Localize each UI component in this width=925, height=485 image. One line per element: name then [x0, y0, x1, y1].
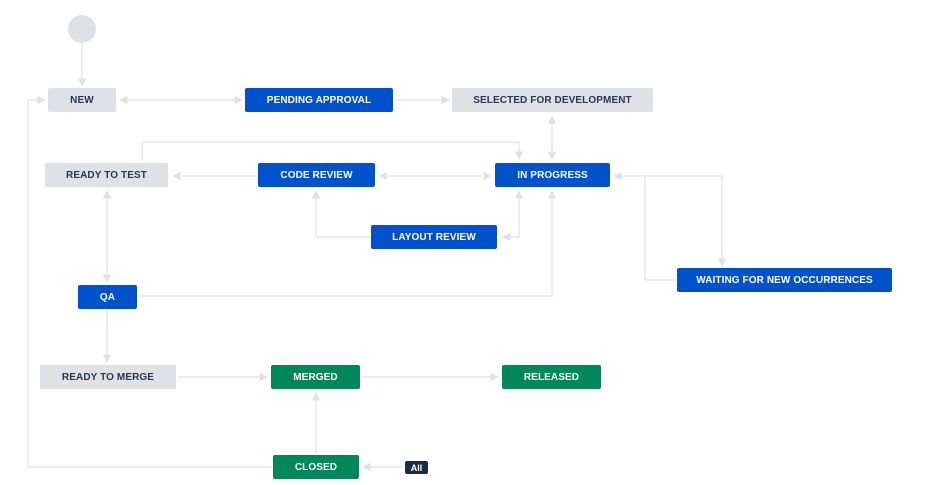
transition-closed-to-new: [27, 95, 272, 468]
status-layout-review[interactable]: LAYOUT REVIEW: [371, 225, 497, 249]
status-new[interactable]: NEW: [48, 88, 116, 112]
global-transition-badge[interactable]: All: [405, 461, 428, 474]
status-ready-to-test[interactable]: READY TO TEST: [45, 163, 168, 187]
status-in-progress[interactable]: IN PROGRESS: [495, 163, 610, 187]
status-qa[interactable]: QA: [78, 285, 137, 309]
transition-layout-review-in-progress: [502, 190, 524, 242]
transition-waiting-to-in-progress: [644, 176, 676, 281]
status-pending-approval[interactable]: PENDING APPROVAL: [245, 88, 393, 112]
start-node: [68, 15, 96, 43]
status-ready-to-merge[interactable]: READY TO MERGE: [40, 365, 176, 389]
transition-qa-to-in-progress: [138, 190, 557, 297]
transition-ready-to-test-to-in-progress: [141, 141, 524, 160]
transition-layout-review-to-code-review: [311, 190, 370, 238]
status-selected-for-development[interactable]: SELECTED FOR DEVELOPMENT: [452, 88, 653, 112]
status-released[interactable]: RELEASED: [502, 365, 601, 389]
status-closed[interactable]: CLOSED: [273, 455, 359, 479]
status-merged[interactable]: MERGED: [271, 365, 360, 389]
status-waiting-for-new-occurrences[interactable]: WAITING FOR NEW OCCURRENCES: [677, 268, 892, 292]
transition-in-progress-waiting: [613, 171, 727, 267]
status-code-review[interactable]: CODE REVIEW: [258, 163, 375, 187]
